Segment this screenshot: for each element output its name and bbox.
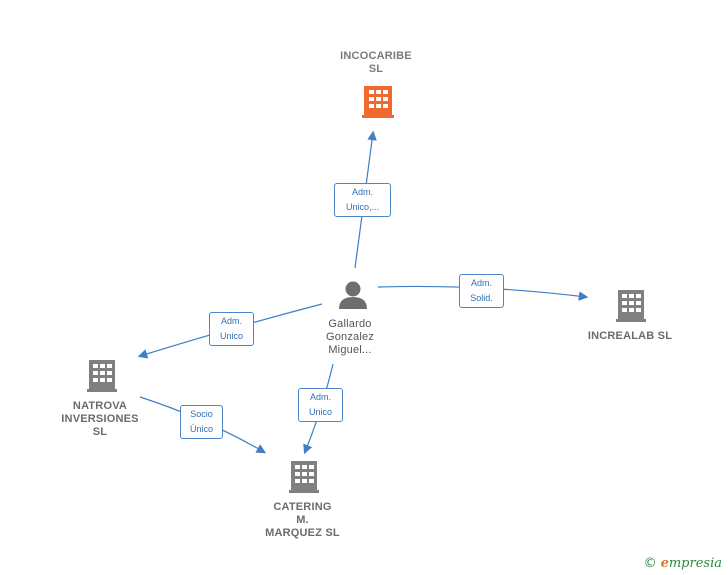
- copyright-icon: ©: [643, 556, 657, 571]
- node-label-line: NATROVA: [72, 400, 128, 412]
- edge-label-line: Adm.: [309, 392, 331, 402]
- node-label-line: CATERING: [273, 501, 332, 513]
- node-label-line: MARQUEZ SL: [265, 527, 340, 539]
- building-icon: [616, 290, 646, 322]
- edge-label-line: Socio: [190, 409, 213, 419]
- edge-label-line: Unico: [219, 331, 243, 341]
- building-icon: [289, 461, 319, 493]
- edge-label-line: Solid.: [470, 293, 493, 303]
- node-label-line: INVERSIONES: [61, 413, 139, 425]
- edge-label-incocaribe[interactable]: Adm. Unico,...: [334, 183, 391, 217]
- node-label-line: SL: [368, 63, 384, 75]
- edge-label-line: Adm.: [351, 187, 373, 197]
- building-icon: [87, 360, 117, 392]
- brand-logo-e: e: [660, 556, 669, 571]
- edge-label-natrova-catering[interactable]: Socio Único: [180, 405, 223, 439]
- building-icon: [362, 86, 394, 118]
- node-label-line: M.: [296, 514, 309, 526]
- node-label-line: SL: [92, 426, 108, 438]
- node-label-line: Gonzalez: [325, 331, 375, 343]
- edge-label-natrova[interactable]: Adm. Unico: [209, 312, 254, 346]
- brand-logo-text: mpresia: [668, 556, 722, 571]
- node-increalab[interactable]: INCREALAB SL: [570, 330, 690, 343]
- node-incocaribe[interactable]: INCOCARIBE SL: [316, 50, 436, 76]
- person-icon: [339, 281, 367, 309]
- edge-label-increalab[interactable]: Adm. Solid.: [459, 274, 504, 308]
- node-label-line: Miguel...: [328, 344, 372, 356]
- node-label-line: INCOCARIBE: [340, 50, 412, 62]
- edge-label-line: Adm.: [470, 278, 492, 288]
- node-natrova[interactable]: NATROVA INVERSIONES SL: [45, 400, 155, 439]
- edge-label-line: Unico,...: [345, 202, 379, 212]
- edge-label-line: Adm.: [220, 316, 242, 326]
- brand-footer: ©empresia: [644, 556, 722, 571]
- node-label-line: Gallardo: [328, 318, 372, 330]
- node-catering[interactable]: CATERING M. MARQUEZ SL: [245, 501, 360, 540]
- edge-label-line: Unico: [308, 407, 332, 417]
- node-person[interactable]: Gallardo Gonzalez Miguel...: [300, 318, 400, 357]
- edge-label-line: Único: [189, 424, 213, 434]
- node-label-line: INCREALAB SL: [587, 330, 673, 342]
- edge-label-catering[interactable]: Adm. Unico: [298, 388, 343, 422]
